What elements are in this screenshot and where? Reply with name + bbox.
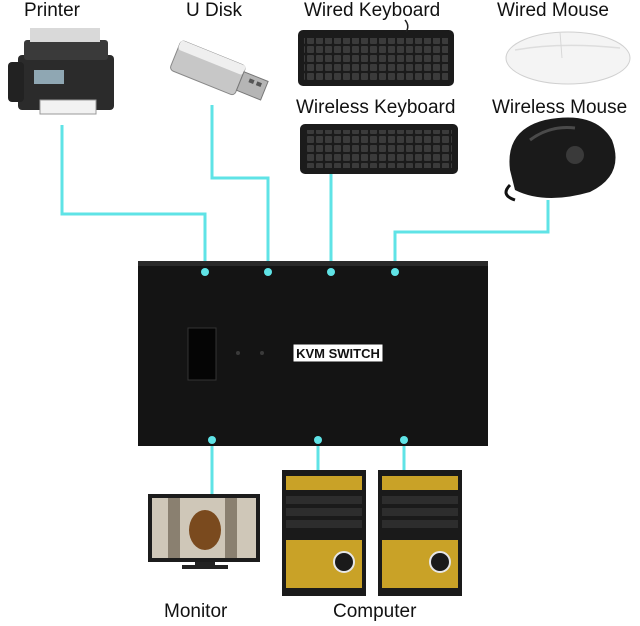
wireless-mouse-icon: [504, 117, 616, 202]
computer-label: Computer: [333, 601, 417, 622]
wireless-mouse-label: Wireless Mouse: [492, 97, 628, 118]
monitor-label: Monitor: [164, 601, 228, 622]
switch-button: [187, 327, 217, 381]
wireless-keyboard-icon: [300, 124, 458, 174]
wired-keyboard-label: Wired Keyboard: [304, 0, 441, 21]
led-indicator: [260, 351, 264, 355]
wired-mouse-label: Wired Mouse: [497, 0, 609, 21]
monitor-icon: [148, 494, 260, 569]
computer-tower-icon: [378, 470, 462, 596]
led-indicator: [236, 351, 240, 355]
connector-lines: [60, 105, 550, 495]
printer-label: Printer: [24, 0, 80, 21]
computer-tower-icon: [282, 470, 366, 596]
wired-keyboard-icon: [298, 19, 454, 86]
printer-connector: [60, 125, 207, 270]
wireless-keyboard-label: Wireless Keyboard: [296, 97, 456, 118]
u-disk-label: U Disk: [186, 0, 242, 21]
wired-mouse-icon: [505, 31, 631, 85]
u-disk-icon: [170, 40, 269, 101]
kvm-switch-label: KVM SWITCH: [296, 346, 380, 361]
udisk-connector: [210, 105, 270, 270]
kvm-switch: KVM SWITCH: [138, 261, 488, 446]
wireless-mouse-connector: [393, 200, 550, 270]
printer-icon: [8, 28, 114, 115]
